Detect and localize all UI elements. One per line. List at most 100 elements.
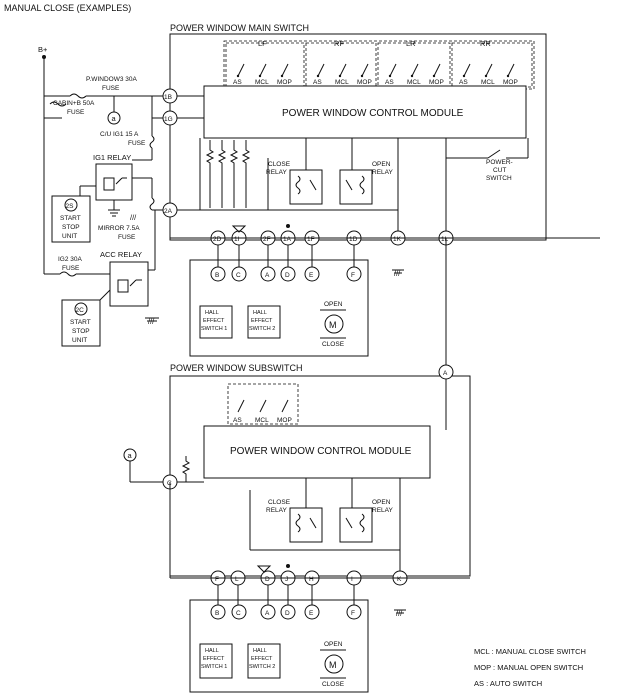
- mu1-close-label: CLOSE: [322, 341, 345, 348]
- main-open-relay-label-1: OPEN: [372, 161, 391, 168]
- mu1-hall-switch-2: [247, 305, 281, 339]
- mu2-terminal-label: F: [351, 610, 355, 617]
- connector-a-bottom-label: a: [128, 451, 133, 460]
- mu1-terminal-label: D: [285, 272, 290, 279]
- main-switch-label: MOP: [503, 79, 518, 86]
- main-bottom-terminal-label: 2F: [263, 236, 271, 243]
- start-stop-2c-line-3: UNIT: [72, 337, 87, 344]
- sub-bottom-terminal-label: H: [309, 576, 314, 583]
- mu1-open-label: OPEN: [324, 301, 343, 308]
- mu1-hall-switch-1: [199, 305, 233, 339]
- main-hall-inputs: [200, 140, 268, 211]
- mu1-terminal-label: E: [309, 272, 314, 279]
- legend-as: AS : AUTO SWITCH: [474, 679, 542, 688]
- mirror-fuse-symbol: [149, 197, 155, 211]
- mu1-hall1-l1: HALL: [205, 310, 219, 316]
- group-rf: RF: [334, 39, 344, 48]
- group-lf: LF: [258, 39, 267, 48]
- terminal-1b-label: 1B: [164, 94, 172, 101]
- mu1-terminal-label: F: [351, 272, 355, 279]
- sub-switch-label: MCL: [255, 417, 269, 424]
- main-bottom-terminal-label: 1I: [234, 236, 240, 243]
- mu1-hall2-l3: SWITCH 2: [249, 326, 275, 332]
- start-stop-2s-line-1: START: [60, 215, 81, 222]
- mu2-motor: [324, 654, 344, 674]
- sub-terminal-a-label: A: [443, 370, 448, 377]
- power-supply: B+ P.WINDOW3 30A FUSE CABIN+B 50A FUSE a…: [38, 45, 168, 347]
- main-control-module: [203, 85, 527, 139]
- mu2-hall1-l1: HALL: [205, 648, 219, 654]
- start-stop-2s-line-3: UNIT: [62, 233, 77, 240]
- mu1-terminal-label: B: [215, 272, 219, 279]
- cju-fuse-label-2: FUSE: [128, 140, 146, 147]
- pwindow-fuse-label-1: P.WINDOW3 30A: [86, 76, 137, 83]
- main-switch-label: AS: [459, 79, 468, 86]
- cju-fuse-symbol: [149, 135, 155, 149]
- main-switch-label: AS: [385, 79, 394, 86]
- mu2-hall2-l1: HALL: [253, 648, 267, 654]
- mu1-hall1-l2: EFFECT: [203, 318, 225, 324]
- mu2-terminal: [304, 604, 320, 620]
- acc-relay-label: ACC RELAY: [100, 250, 142, 259]
- main-bottom-terminals: 2D 1I 2F 1A 1F 1D 1K 1L: [210, 230, 454, 267]
- power-cut-label-1: POWER-: [486, 159, 513, 166]
- sub-bottom-terminal-label: I: [351, 576, 353, 583]
- ig1-relay-label: IG1 RELAY: [93, 153, 131, 162]
- main-open-relay-label-2: RELAY: [372, 169, 393, 176]
- mu2-terminal: [231, 604, 247, 620]
- main-switch-label: MCL: [407, 79, 421, 86]
- mu1-terminal: [231, 266, 247, 282]
- mu1-terminal: [210, 266, 226, 282]
- sub-open-relay: [339, 507, 373, 543]
- terminal-1g: [162, 110, 178, 126]
- legend: MCL : MANUAL CLOSE SWITCH MOP : MANUAL O…: [474, 647, 586, 688]
- mu2-close-label: CLOSE: [322, 681, 345, 688]
- sub-open-relay-label-1: OPEN: [372, 499, 391, 506]
- main-switch-label: AS: [233, 79, 242, 86]
- mu1-terminal: [346, 266, 362, 282]
- main-switch-label: AS: [313, 79, 322, 86]
- sub-switch-label: AS: [233, 417, 242, 424]
- mu2-terminal-label: A: [265, 610, 270, 617]
- mu1-hall2-l1: HALL: [253, 310, 267, 316]
- main-switch-label: MCL: [481, 79, 495, 86]
- mirror-fuse-label-1: MIRROR 7.5A: [98, 225, 140, 232]
- main-bottom-terminal-label: 1A: [283, 236, 292, 243]
- sub-switch-array: [227, 383, 299, 425]
- main-bottom-terminal-label: 1F: [307, 236, 315, 243]
- sub-switch-label: MOP: [277, 417, 292, 424]
- mu2-hall2-l3: SWITCH 2: [249, 664, 275, 670]
- terminal-1g-label: 1G: [164, 116, 173, 123]
- cju-fuse-label-1: C/U IG1 15 A: [100, 131, 139, 138]
- legend-mcl: MCL : MANUAL CLOSE SWITCH: [474, 647, 586, 656]
- main-bottom-terminal-label: 1L: [441, 236, 449, 243]
- power-cut-label-2: CUT: [493, 167, 506, 174]
- main-switch-label: MOP: [277, 79, 292, 86]
- sub-close-relay-label-1: CLOSE: [268, 499, 291, 506]
- mu1-terminal: [280, 266, 296, 282]
- main-bottom-terminal-label: 2D: [213, 236, 222, 243]
- cabin-fuse-label-2: FUSE: [67, 109, 85, 116]
- main-bottom-terminal-label: 1K: [393, 236, 402, 243]
- mu2-terminal: [346, 604, 362, 620]
- mu2-hall-switch-1: [199, 643, 233, 679]
- sub-bottom-terminal-label: J: [285, 576, 288, 583]
- mu2-open-label: OPEN: [324, 641, 343, 648]
- start-stop-2s-id: 2S: [66, 203, 75, 210]
- legend-mop: MOP : MANUAL OPEN SWITCH: [474, 663, 583, 672]
- power-cut-label-3: SWITCH: [486, 175, 512, 182]
- mu1-terminal: [260, 266, 276, 282]
- main-bottom-terminal-label: 1D: [349, 236, 358, 243]
- mu2-terminal: [210, 604, 226, 620]
- pwindow-fuse-symbol: [69, 93, 87, 99]
- main-switch-label: MOP: [357, 79, 372, 86]
- start-stop-2c-line-2: STOP: [72, 328, 90, 335]
- mu1-terminal: [304, 266, 320, 282]
- sub-bottom-terminal-label: D: [265, 576, 270, 583]
- sub-close-relay: [289, 507, 323, 543]
